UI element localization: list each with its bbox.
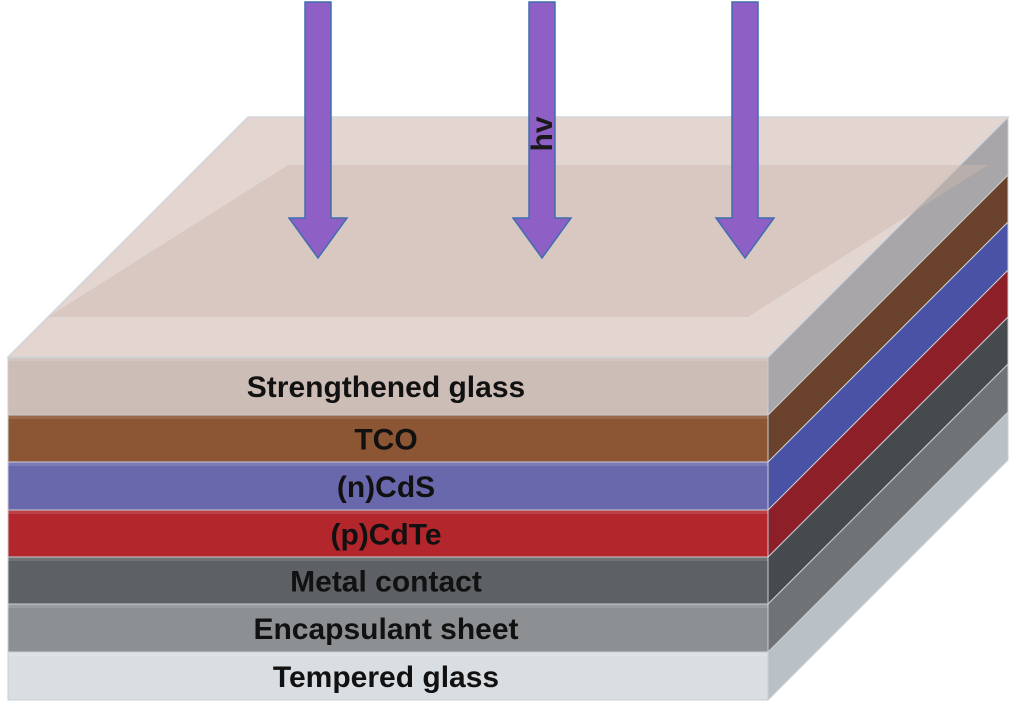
tco-highlight bbox=[8, 415, 768, 419]
strengthened-glass-front-face bbox=[7, 356, 769, 416]
metal-contact-front-face bbox=[7, 556, 769, 605]
hv-label: hv bbox=[526, 116, 559, 151]
tempered-glass-front-face bbox=[7, 651, 769, 701]
light-arrows: hv bbox=[287, 1, 776, 260]
metal-contact-highlight bbox=[8, 557, 768, 561]
light-arrow-2 bbox=[511, 1, 573, 260]
n-cds-highlight bbox=[8, 462, 768, 466]
encapsulant-sheet-highlight bbox=[8, 604, 768, 608]
p-cdte-highlight bbox=[8, 510, 768, 514]
strengthened-glass-highlight bbox=[8, 357, 768, 361]
light-arrow-3 bbox=[714, 1, 776, 260]
layer-stack bbox=[7, 115, 1009, 702]
metal-contact-label: Metal contact bbox=[290, 566, 482, 599]
p-cdte-label: (p)CdTe bbox=[330, 519, 441, 552]
tempered-glass-label: Tempered glass bbox=[273, 661, 499, 694]
layer-labels: Tempered glass Encapsulant sheet Metal con… bbox=[247, 371, 525, 694]
tco-label: TCO bbox=[354, 424, 417, 457]
strengthened-glass-label: Strengthened glass bbox=[247, 371, 525, 404]
light-arrow-1 bbox=[287, 1, 349, 260]
p-cdte-front-face bbox=[7, 509, 769, 558]
tco-front-face bbox=[7, 414, 769, 463]
encapsulant-sheet-label: Encapsulant sheet bbox=[253, 613, 518, 646]
n-cds-label: (n)CdS bbox=[337, 471, 435, 504]
n-cds-front-face bbox=[7, 461, 769, 511]
tempered-glass-highlight bbox=[8, 652, 768, 656]
